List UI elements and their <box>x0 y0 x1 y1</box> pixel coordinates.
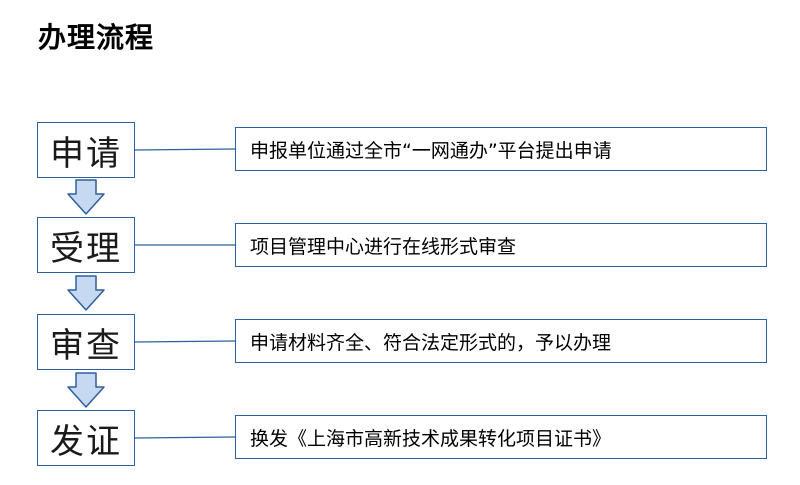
step-description-issue: 换发《上海市高新技术成果转化项目证书》 <box>235 415 767 459</box>
step-box-review: 审查 <box>37 314 135 370</box>
page-title: 办理流程 <box>38 21 155 54</box>
step-description-review: 申请材料齐全、符合法定形式的，予以办理 <box>235 319 767 363</box>
step-box-accept: 受理 <box>37 217 135 273</box>
down-arrow-icon <box>67 275 105 311</box>
connector-line-4 <box>134 436 236 439</box>
connector-line-1 <box>134 148 236 151</box>
down-arrow-icon <box>67 179 105 215</box>
step-description-accept: 项目管理中心进行在线形式审查 <box>235 223 767 267</box>
connector-line-3 <box>134 340 236 343</box>
step-description-apply: 申报单位通过全市“一网通办”平台提出申请 <box>235 127 767 171</box>
down-arrow-icon <box>67 372 105 408</box>
step-box-apply: 申请 <box>37 122 135 178</box>
step-box-issue: 发证 <box>37 410 135 466</box>
